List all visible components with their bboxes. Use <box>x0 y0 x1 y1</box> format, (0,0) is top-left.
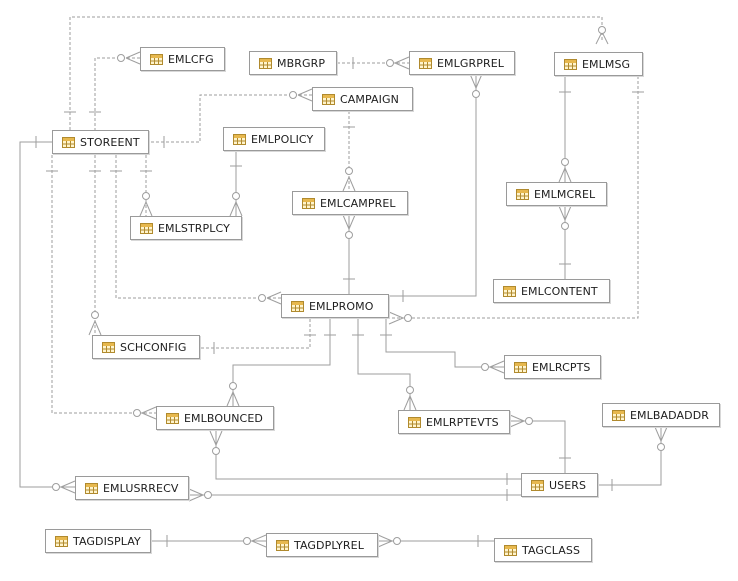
entity-tagdisplay[interactable]: TAGDISPLAY <box>45 529 151 553</box>
rel-emlpromo-emlrcpts <box>385 319 504 368</box>
entity-label: EMLMCREL <box>534 187 596 201</box>
table-icon <box>291 300 304 312</box>
entity-label: EMLCAMPREL <box>320 196 396 210</box>
entity-label: USERS <box>549 478 587 492</box>
entity-label: EMLPROMO <box>309 299 374 313</box>
entity-emlbounced[interactable]: EMLBOUNCED <box>156 406 274 430</box>
entity-label: SCHCONFIG <box>120 340 187 354</box>
entity-emlgrprel[interactable]: EMLGRPREL <box>409 51 515 75</box>
entity-emlusrrecv[interactable]: EMLUSRRECV <box>75 476 189 500</box>
entity-emlrptevts[interactable]: EMLRPTEVTS <box>398 410 510 434</box>
rel-emlpromo-emlbounced <box>232 319 331 406</box>
entity-campaign[interactable]: CAMPAIGN <box>312 87 413 111</box>
rel-emlpromo-emlrptevts <box>357 319 411 410</box>
rel-emlbadaddr-users <box>598 427 662 486</box>
entity-schconfig[interactable]: SCHCONFIG <box>92 335 200 359</box>
rel-emlrptevts-users <box>510 420 566 473</box>
entity-label: EMLRPTEVTS <box>426 415 499 429</box>
entity-emlcamprel[interactable]: EMLCAMPREL <box>292 191 408 215</box>
table-icon <box>612 409 625 421</box>
table-icon <box>516 188 529 200</box>
entity-label: EMLCONTENT <box>521 284 598 298</box>
entity-label: MBRGRP <box>277 56 326 70</box>
table-icon <box>259 57 272 69</box>
entity-label: EMLRCPTS <box>532 360 591 374</box>
table-icon <box>150 53 163 65</box>
table-icon <box>166 412 179 424</box>
entity-emlbadaddr[interactable]: EMLBADADDR <box>602 403 720 427</box>
table-icon <box>408 416 421 428</box>
rel-emlpromo-schconfig <box>200 319 311 349</box>
entity-label: TAGCLASS <box>522 543 581 557</box>
table-icon <box>233 133 246 145</box>
table-icon <box>302 197 315 209</box>
rel-storeent-emlpromo <box>115 155 281 299</box>
table-icon <box>276 539 289 551</box>
rel-emlmsg-emlpromo <box>389 76 639 319</box>
entity-label: EMLGRPREL <box>437 56 504 70</box>
entity-label: EMLSTRPLCY <box>158 221 230 235</box>
table-icon <box>504 544 517 556</box>
entity-label: STOREENT <box>80 135 140 149</box>
rel-storeent-emlbounced <box>51 155 156 414</box>
table-icon <box>140 222 153 234</box>
entity-emlmcrel[interactable]: EMLMCREL <box>506 182 607 206</box>
entity-label: EMLBOUNCED <box>184 411 263 425</box>
table-icon <box>85 482 98 494</box>
rel-emlcfg-storeent <box>94 57 140 131</box>
entity-label: TAGDPLYREL <box>294 538 364 552</box>
table-icon <box>419 57 432 69</box>
rel-campaign-storeent <box>149 94 312 143</box>
table-icon <box>514 361 527 373</box>
entity-label: EMLPOLICY <box>251 132 314 146</box>
entity-emlcontent[interactable]: EMLCONTENT <box>493 279 610 303</box>
entity-tagdplyrel[interactable]: TAGDPLYREL <box>266 533 378 557</box>
entity-storeent[interactable]: STOREENT <box>52 130 149 154</box>
table-icon <box>503 285 516 297</box>
table-icon <box>102 341 115 353</box>
entity-emlpromo[interactable]: EMLPROMO <box>281 294 389 318</box>
table-icon <box>62 136 75 148</box>
entity-label: EMLMSG <box>582 57 631 71</box>
rel-emlbounced-users <box>215 431 521 480</box>
entity-label: CAMPAIGN <box>340 92 399 106</box>
entity-tagclass[interactable]: TAGCLASS <box>494 538 592 562</box>
entity-label: EMLCFG <box>168 52 214 66</box>
entity-users[interactable]: USERS <box>521 473 598 497</box>
rel-storeent-emlusrrecv <box>19 141 75 488</box>
table-icon <box>531 479 544 491</box>
entity-emlmsg[interactable]: EMLMSG <box>554 52 643 76</box>
entity-emlcfg[interactable]: EMLCFG <box>140 47 225 71</box>
entity-label: EMLBADADDR <box>630 408 710 422</box>
entity-emlstrplcy[interactable]: EMLSTRPLCY <box>130 216 242 240</box>
entity-label: EMLUSRRECV <box>103 481 179 495</box>
table-icon <box>564 58 577 70</box>
table-icon <box>322 93 335 105</box>
table-icon <box>55 535 68 547</box>
entity-label: TAGDISPLAY <box>73 534 141 548</box>
entity-mbrgrp[interactable]: MBRGRP <box>249 51 337 75</box>
entity-emlrcpts[interactable]: EMLRCPTS <box>504 355 601 379</box>
rel-emlgrprel-emlpromo <box>389 74 477 297</box>
entity-emlpolicy[interactable]: EMLPOLICY <box>223 127 325 151</box>
